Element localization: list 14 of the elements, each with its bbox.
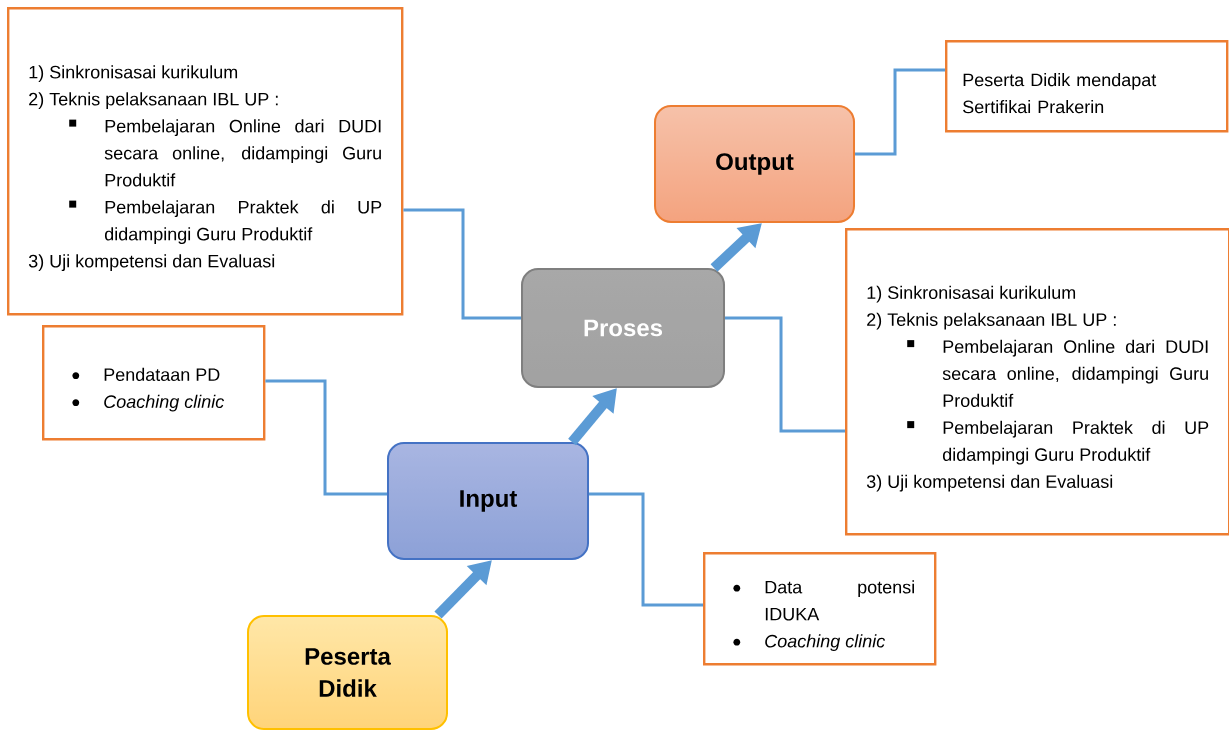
text-box: Pendataan PD Coaching clinic [42,325,266,441]
connector-line [855,68,945,156]
stage-box: Input [387,442,589,560]
text-box: Peserta Didik mendapat Sertifikai Prakerin [945,40,1229,133]
connector-line [265,379,387,496]
stage-box: Output [654,105,855,223]
connector-line [403,208,521,320]
stage-box: Proses [521,268,725,388]
text-box: 1) Sinkronisasai kurikulum 2) Teknis pelaksanaan IBL UP : Pembelajaran Online dari DUDI secara online, didampingi Guru Produktif Pembelajaran Praktek di UP didampingi Guru Produktif 3) Uji kompetensi dan Evaluasi [7,7,404,316]
text-box: Data potensi IDUKA Coaching clinic [703,552,937,666]
stage-box: Peserta Didik [247,615,448,730]
connector-line [725,316,845,433]
text-box: 1) Sinkronisasai kurikulum 2) Teknis pelaksanaan IBL UP : Pembelajaran Online dari DUDI secara online, didampingi Guru Produktif Pembelajaran Praktek di UP didampingi Guru Produktif 3) Uji kompetensi dan Evaluasi [845,228,1229,536]
connector-line [589,492,703,607]
